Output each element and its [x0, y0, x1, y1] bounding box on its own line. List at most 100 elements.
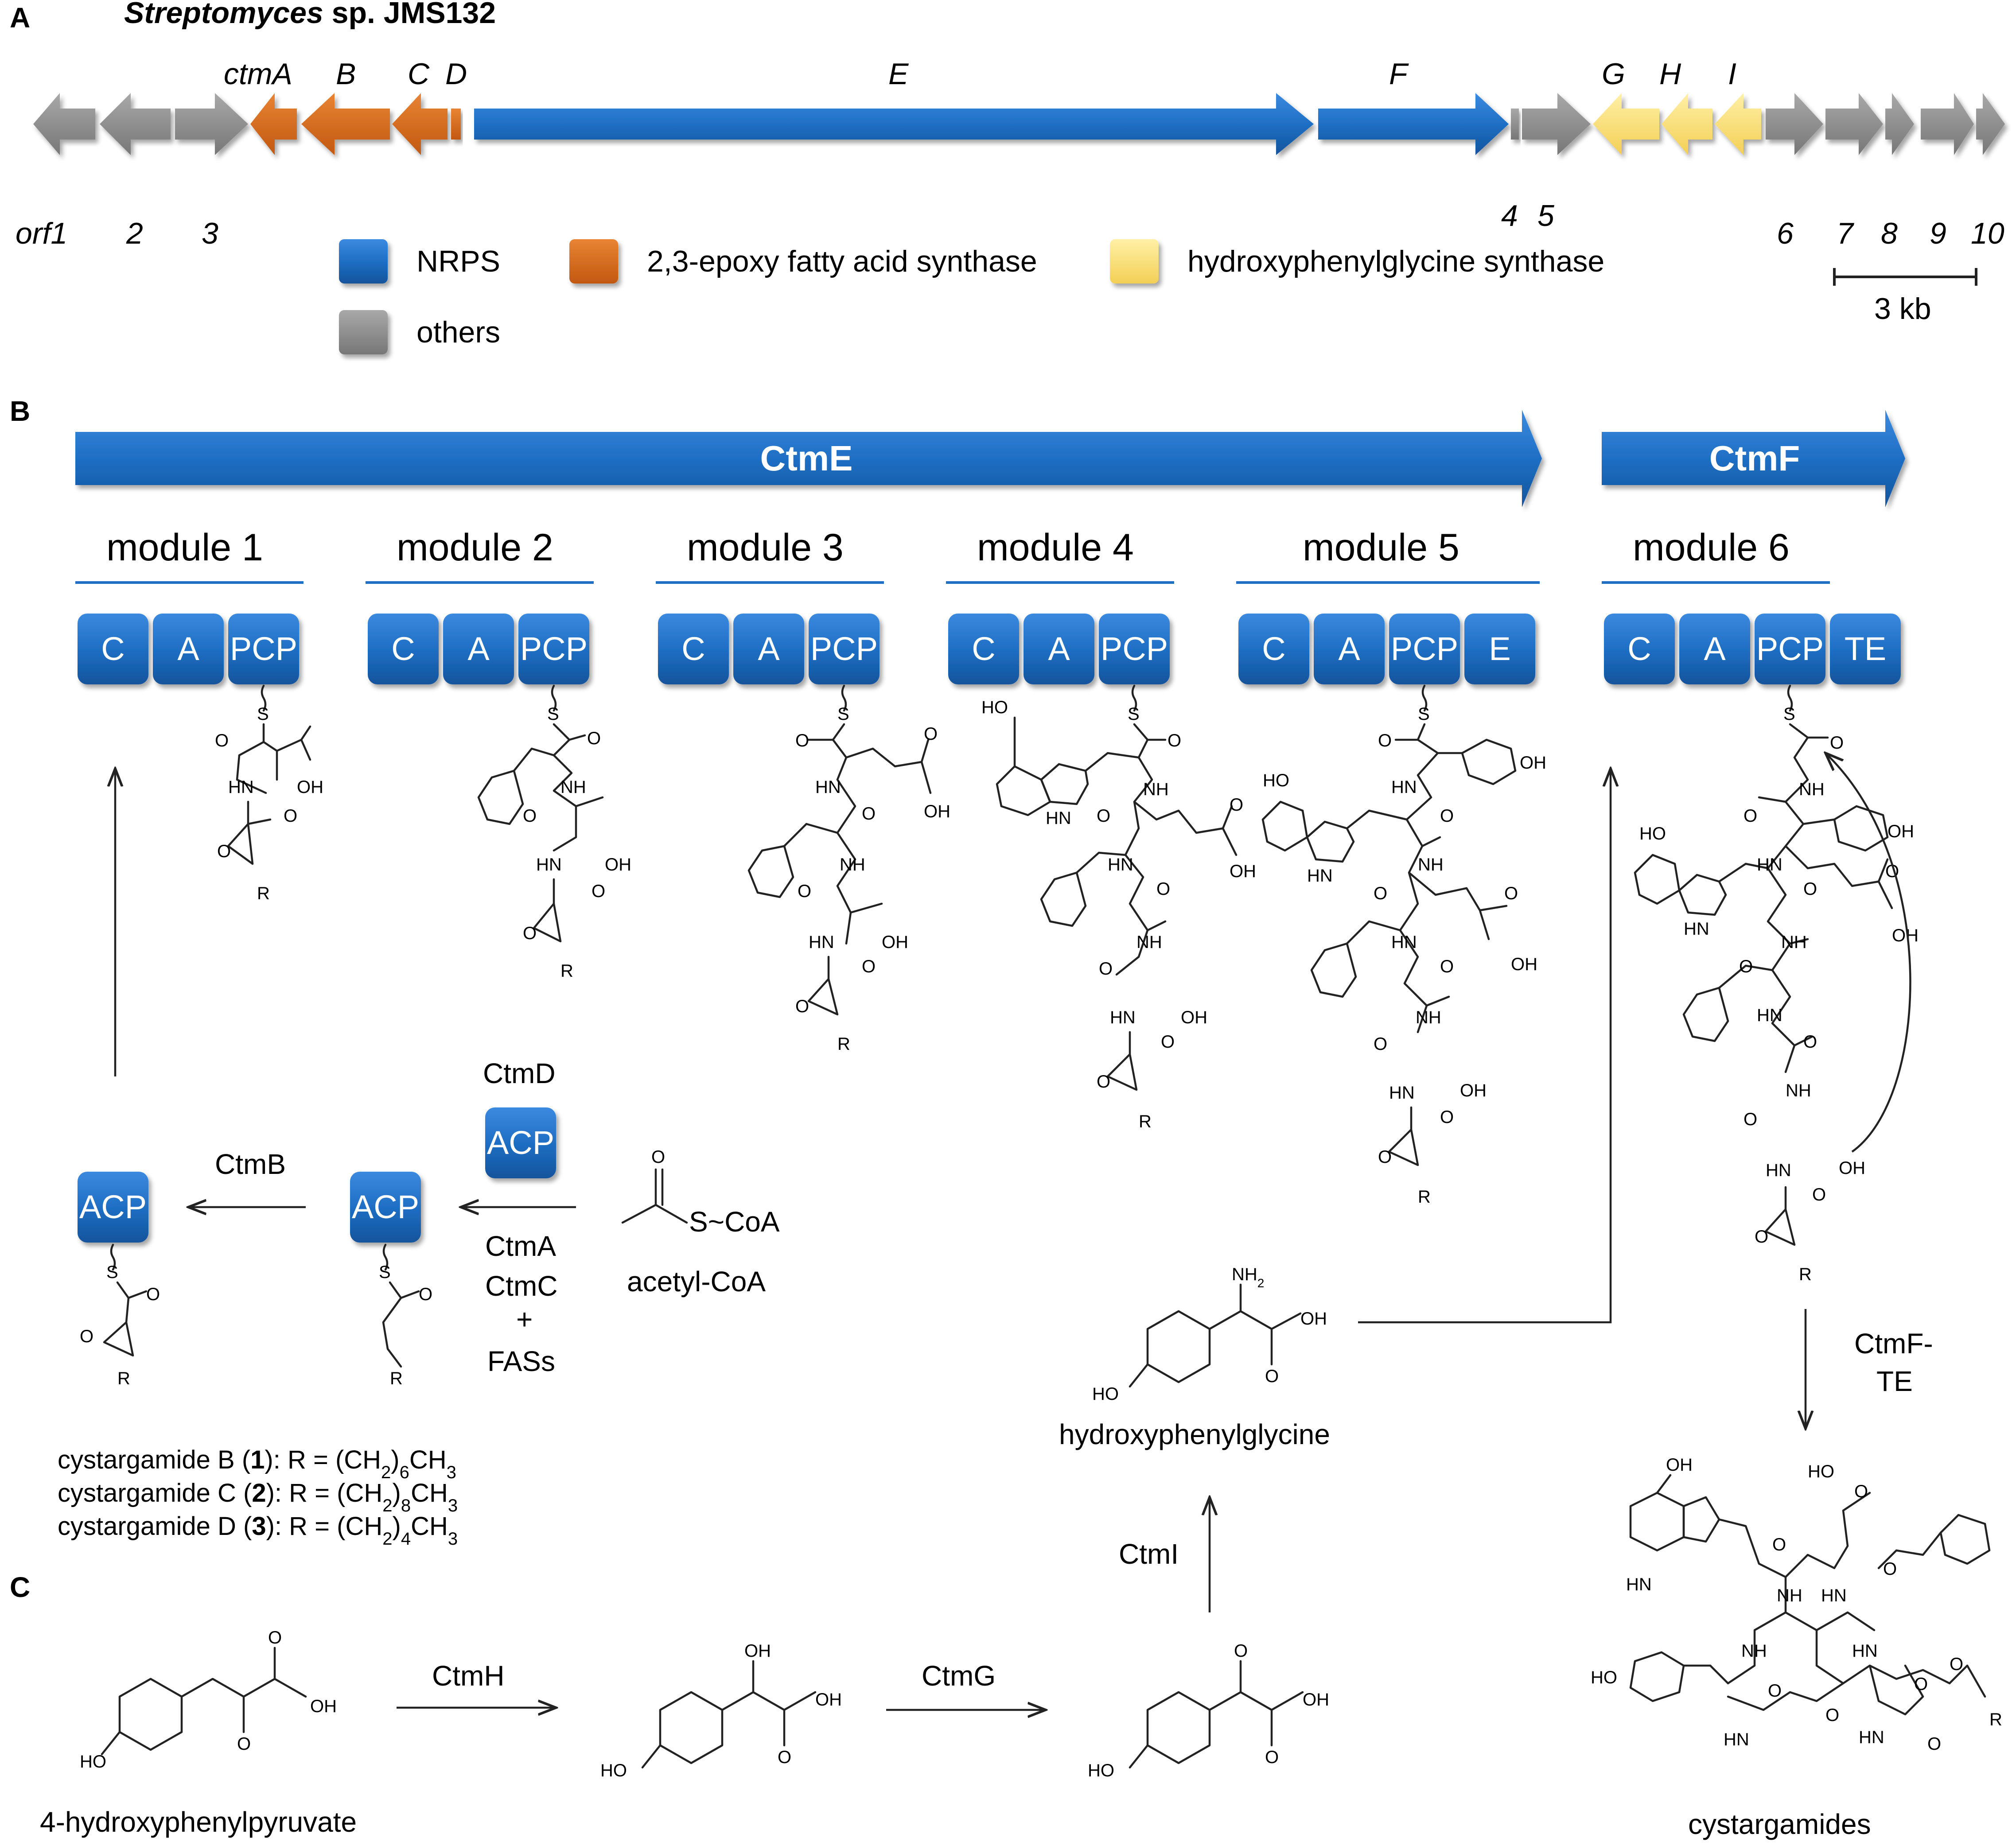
atom-oh: OH — [924, 802, 950, 821]
enzyme-plus: + — [516, 1303, 533, 1335]
intermediate-module-6: S OH HO HN O NH O HN O NH O O OH HN O NH… — [1634, 684, 1919, 1284]
legend-label-nrps: NRPS — [416, 245, 500, 278]
atom-o: O — [1097, 1072, 1110, 1091]
legend-label-hpg: hydroxyphenylglycine synthase — [1187, 245, 1604, 278]
atom-o: O — [592, 882, 605, 901]
atom-hn: HN — [1307, 866, 1333, 886]
atom-nh2: NH2 — [1232, 1265, 1264, 1290]
atom-o: O — [1803, 1032, 1817, 1052]
atom-nh: NH — [1418, 855, 1444, 874]
hpg-to-module5-arrow — [1358, 769, 1611, 1324]
gene-label-D: D — [445, 57, 467, 91]
atom-hn: HN — [1724, 1730, 1749, 1749]
atom-r: R — [117, 1369, 130, 1388]
cystargamide-subscript: 2 — [382, 1496, 392, 1515]
atom-o: O — [1755, 1227, 1768, 1247]
gene-label-I: I — [1728, 57, 1736, 91]
atom-o: O — [795, 731, 809, 750]
atom-o: O — [1812, 1185, 1826, 1204]
atom-o: O — [1440, 1107, 1454, 1127]
module-5-domain-E-label: E — [1489, 630, 1510, 667]
module-5-domain-PCP — [1389, 614, 1460, 684]
enzyme-ctmC: CtmC — [485, 1270, 558, 1302]
orf-label-3: 3 — [202, 217, 218, 250]
atom-o: O — [587, 729, 601, 748]
intermediate-module-3: S O O OH HN O NH O OH HN O O R — [747, 684, 950, 1054]
atom-oh: OH — [815, 1690, 842, 1709]
atom-ho: HO — [1591, 1668, 1617, 1687]
legend-label-others: others — [416, 315, 500, 349]
legend-swatch-hpg — [1110, 239, 1159, 284]
module-6: module 6 C A PCP TE — [1602, 526, 1901, 684]
ctmE-protein-bar — [75, 410, 1542, 507]
atom-r: R — [1989, 1710, 2002, 1729]
module-3-domain-C — [658, 614, 729, 684]
gene-ctmH-arrow — [1662, 93, 1712, 155]
enzyme-ctmF-te-2: TE — [1876, 1365, 1913, 1397]
acp-1-acyl: S O O R — [80, 1243, 160, 1388]
cystargamide-subscript: 3 — [447, 1463, 456, 1482]
atom-o: O — [1378, 731, 1392, 750]
gene-ctmB-arrow — [301, 93, 390, 155]
gene-orf7-arrow — [1825, 93, 1883, 155]
gene-orf6-arrow — [1766, 93, 1823, 155]
panel-c-label: C — [10, 1571, 30, 1603]
atom-ho: HO — [1263, 771, 1289, 790]
strain-name: Streptomyces sp. JMS132 — [124, 0, 496, 30]
compound-hpp: 4-hydroxyphenylpyruvate — [40, 1806, 357, 1838]
atom-hn: HN — [1821, 1586, 1847, 1605]
atom-nh: NH — [1781, 932, 1807, 952]
cystargamide-formula: ) — [392, 1479, 401, 1507]
atom-nh: NH — [1416, 1008, 1441, 1027]
atom-oh: OH — [1839, 1158, 1865, 1178]
atom-o: O — [1768, 1681, 1782, 1701]
atom-o: O — [1265, 1748, 1279, 1767]
gene-orf8-arrow — [1885, 93, 1914, 155]
atom-nh: NH — [1136, 932, 1162, 952]
strain-genus: Streptomyces — [124, 0, 323, 30]
cystargamide-list: cystargamide B (1): R = (CH2)6CH3 cystar… — [58, 1445, 458, 1549]
orf-label-1: orf1 — [16, 217, 67, 250]
module-4-domain-PCP — [1099, 614, 1170, 684]
atom-hn: HN — [228, 777, 254, 797]
module-2-label: module 2 — [397, 526, 553, 569]
module-4: module 4 C A PCP — [946, 526, 1174, 684]
module-4-label: module 4 — [977, 526, 1134, 569]
atom-ho: HO — [600, 1761, 627, 1780]
atom-r: R — [560, 961, 573, 981]
atom-r: R — [257, 884, 270, 903]
atom-r: R — [1799, 1265, 1812, 1284]
atom-hn: HN — [1046, 808, 1071, 828]
gene-label-F: F — [1389, 57, 1409, 91]
module-3-domain-A — [733, 614, 804, 684]
atom-o: O — [1378, 1147, 1392, 1167]
module-2-domain-A — [443, 614, 514, 684]
module-6-domain-PCP — [1755, 614, 1825, 684]
atom-s: S — [379, 1262, 391, 1282]
module-3-domain-PCP — [809, 614, 880, 684]
gene-orf10-arrow — [1976, 93, 2005, 155]
atom-oh: OH — [1300, 1309, 1327, 1328]
orf-label-7: 7 — [1837, 217, 1854, 250]
atom-hn: HN — [1859, 1728, 1884, 1747]
atom-oh: OH — [882, 932, 908, 952]
orf-label-10: 10 — [1971, 217, 2004, 250]
module-6-domain-PCP-label: PCP — [1756, 630, 1824, 667]
atom-o: O — [237, 1734, 251, 1754]
module-4-domain-PCP-label: PCP — [1101, 630, 1168, 667]
atom-s: S — [257, 704, 269, 724]
module-3-label: module 3 — [687, 526, 844, 569]
module-5-domain-E — [1464, 614, 1535, 684]
orf-label-4: 4 — [1501, 199, 1518, 233]
enzyme-ctmF-te-1: CtmF- — [1854, 1328, 1933, 1359]
atom-o: O — [1927, 1734, 1941, 1754]
atom-o: O — [523, 806, 537, 826]
atom-hn: HN — [1389, 1083, 1415, 1103]
cystargamide-formula: CH — [411, 1479, 448, 1507]
atom-hn: HN — [1684, 919, 1709, 939]
module-2-domain-C — [368, 614, 439, 684]
atom-o: O — [1234, 1641, 1248, 1661]
gene-orf2-arrow — [100, 93, 171, 155]
acetyl-coa-structure: O S~CoA — [621, 1147, 780, 1238]
